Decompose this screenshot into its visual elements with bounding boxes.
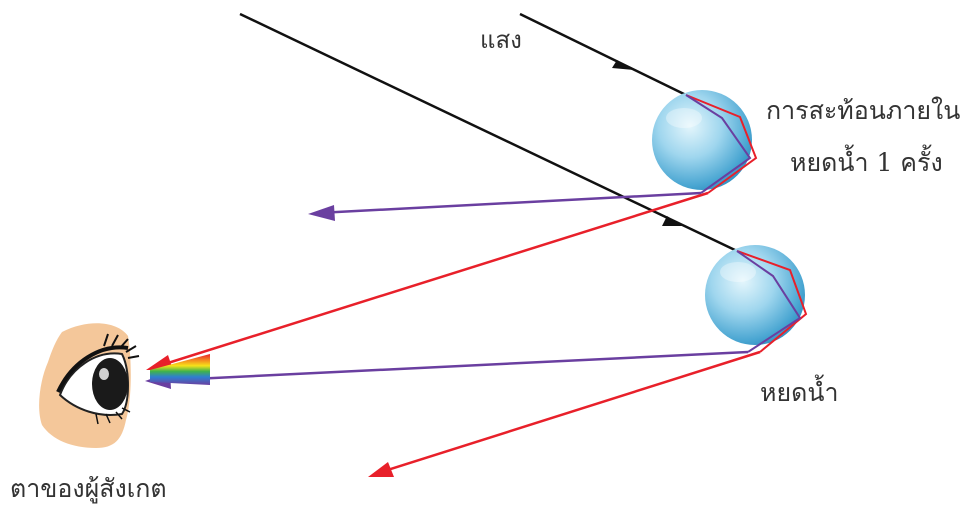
incoming-light-ray-lower	[239, 12, 738, 253]
water-drop-icon	[705, 245, 805, 345]
internal-reflection-label-line1: การสะท้อนภายใน	[766, 96, 961, 125]
arrowhead-icon	[612, 60, 634, 70]
drop-highlight	[720, 262, 756, 282]
light-label: แสง	[480, 26, 522, 54]
arrowhead-icon	[308, 205, 335, 221]
violet-ray-inside-lower-drop	[736, 250, 802, 353]
red-ray-inside-lower-drop	[736, 250, 808, 353]
observer-eye-label: ตาของผู้สังเกต	[10, 474, 167, 503]
arrowhead-icon	[662, 216, 682, 226]
observer-eye-icon	[39, 323, 140, 448]
water-drop-label: หยดน้ำ	[760, 378, 839, 407]
internal-reflection-label-line2: หยดน้ำ 1 ครั้ง	[790, 148, 943, 177]
red-ray-outgoing-lower	[374, 350, 761, 476]
red-ray-to-eye	[151, 191, 709, 370]
violet-ray-to-eye	[151, 350, 749, 383]
violet-ray-inside-upper-drop	[685, 94, 752, 194]
spectrum-band	[150, 354, 210, 385]
water-drop-icon	[652, 90, 752, 190]
arrowhead-icon	[368, 462, 394, 477]
drop-highlight	[666, 108, 702, 128]
violet-ray-outgoing-upper	[317, 191, 702, 215]
incoming-light-ray-upper	[519, 12, 687, 97]
red-ray-inside-upper-drop	[685, 94, 758, 194]
